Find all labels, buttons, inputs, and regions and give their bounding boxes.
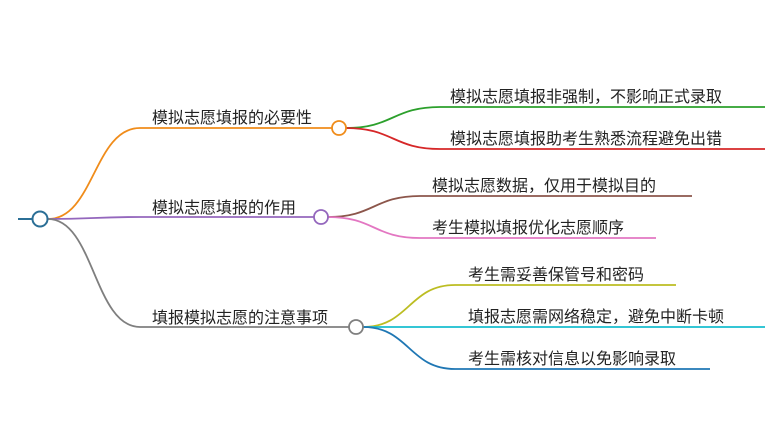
leaf-connector [362, 326, 456, 370]
leaf-connector [327, 216, 421, 239]
branch-node [313, 209, 329, 225]
root-node [31, 210, 49, 228]
leaf-label-stable-network: 填报志愿需网络稳定，避免中断卡顿 [468, 307, 725, 326]
branch-connector [47, 218, 141, 328]
leaf-connector [345, 127, 441, 150]
branch-connector [47, 216, 141, 220]
branch-node [348, 319, 364, 335]
leaf-label-verify-info: 考生需核对信息以免影响录取 [468, 349, 677, 368]
branch-label-necessity: 模拟志愿填报的必要性 [152, 108, 313, 127]
leaf-label-simulation-data: 模拟志愿数据，仅用于模拟目的 [432, 176, 657, 195]
leaf-connector [327, 195, 421, 218]
leaf-label-keep-password: 考生需妥善保管号和密码 [468, 265, 645, 284]
branch-node [331, 120, 347, 136]
leaf-connector [345, 106, 441, 129]
leaf-label-not-mandatory: 模拟志愿填报非强制，不影响正式录取 [450, 87, 723, 106]
leaf-label-optimize-order: 考生模拟填报优化志愿顺序 [432, 218, 625, 237]
branch-label-purpose: 模拟志愿填报的作用 [152, 198, 297, 217]
leaf-label-familiarize-process: 模拟志愿填报助考生熟悉流程避免出错 [450, 129, 723, 148]
branch-label-notes: 填报模拟志愿的注意事项 [152, 308, 329, 327]
branch-connector [47, 127, 141, 220]
leaf-connector [362, 284, 456, 328]
